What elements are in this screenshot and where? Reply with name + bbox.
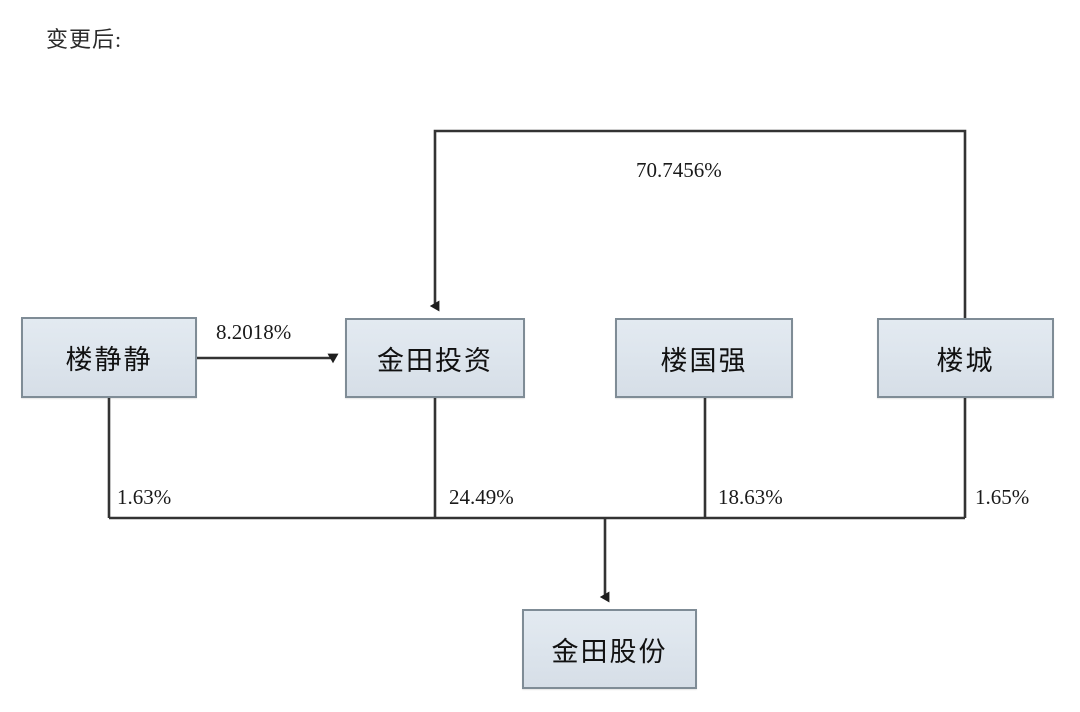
edge-label-lou-cheng-to-jintian-invest: 70.7456% bbox=[636, 158, 722, 182]
node-lou-jingjing[interactable]: 楼静静 bbox=[21, 317, 197, 398]
node-label-lou-jingjing: 楼静静 bbox=[65, 345, 153, 375]
edge-label-lou-jingjing-to-jintian-shares: 1.63% bbox=[117, 485, 172, 509]
diagram-caption: 变更后: bbox=[46, 27, 123, 52]
node-label-lou-guoqiang: 楼国强 bbox=[660, 345, 748, 376]
edge-label-lou-cheng-to-jintian-shares: 1.65% bbox=[975, 485, 1030, 509]
edge-label-lou-jingjing-to-jintian-invest: 8.2018% bbox=[216, 320, 292, 344]
node-jintian-invest[interactable]: 金田投资 bbox=[345, 318, 525, 398]
node-label-jintian-shares: 金田股份 bbox=[551, 636, 668, 667]
node-jintian-shares[interactable]: 金田股份 bbox=[522, 609, 697, 689]
node-label-jintian-invest: 金田投资 bbox=[377, 345, 493, 376]
edge-label-jintian-invest-to-jintian-shares: 24.49% bbox=[449, 485, 514, 509]
node-lou-guoqiang[interactable]: 楼国强 bbox=[615, 318, 793, 398]
node-lou-cheng[interactable]: 楼城 bbox=[877, 318, 1054, 398]
node-label-lou-cheng: 楼城 bbox=[936, 345, 995, 376]
edge-label-lou-guoqiang-to-jintian-shares: 18.63% bbox=[718, 485, 783, 509]
edge-lou-cheng-to-jintian-invest bbox=[429, 129, 967, 318]
